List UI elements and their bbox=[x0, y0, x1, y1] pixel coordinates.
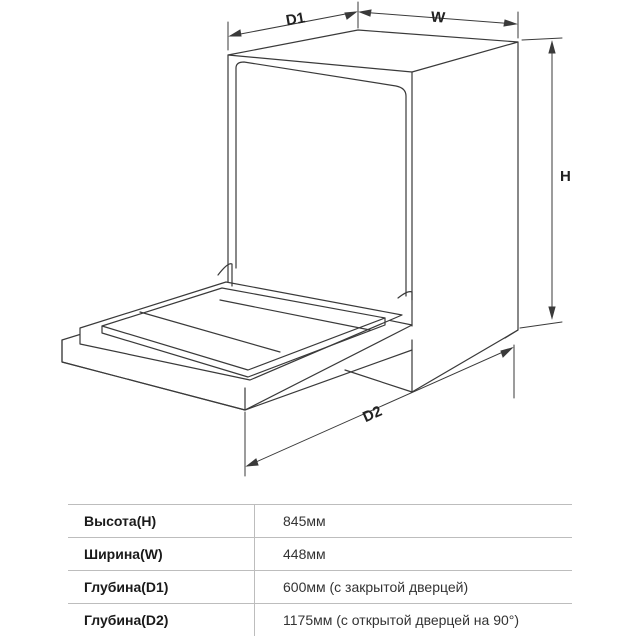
param-value-depth-d1: 600мм (с закрытой дверцей) bbox=[255, 571, 573, 604]
param-value-height: 845мм bbox=[255, 505, 573, 538]
dishwasher-dimension-diagram: D1 W H D2 bbox=[0, 0, 632, 490]
param-value-depth-d2: 1175мм (с открытой дверцей на 90°) bbox=[255, 604, 573, 636]
table-row: Глубина(D2) 1175мм (с открытой дверцей н… bbox=[68, 604, 572, 636]
label-w: W bbox=[430, 9, 446, 27]
specifications-table: Высота(H) 845мм Ширина(W) 448мм Глубина(… bbox=[68, 504, 572, 636]
param-name-height: Высота(H) bbox=[68, 505, 255, 538]
table-row: Ширина(W) 448мм bbox=[68, 538, 572, 571]
label-d1: D1 bbox=[285, 9, 307, 29]
table-row: Глубина(D1) 600мм (с закрытой дверцей) bbox=[68, 571, 572, 604]
table-row: Высота(H) 845мм bbox=[68, 505, 572, 538]
open-door bbox=[62, 264, 412, 410]
param-name-width: Ширина(W) bbox=[68, 538, 255, 571]
param-name-depth-d1: Глубина(D1) bbox=[68, 571, 255, 604]
param-name-depth-d2: Глубина(D2) bbox=[68, 604, 255, 636]
dimension-h bbox=[520, 38, 562, 328]
label-h: H bbox=[560, 168, 571, 185]
param-value-width: 448мм bbox=[255, 538, 573, 571]
